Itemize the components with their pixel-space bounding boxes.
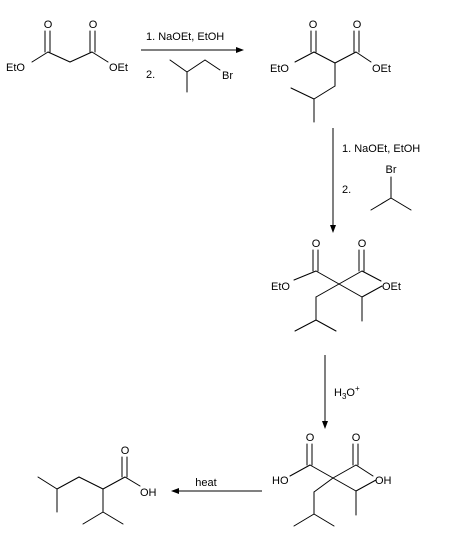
ethoxy-label: EtO [271, 281, 290, 293]
carbonyl-o-label: O [44, 19, 53, 31]
reagent-line: 1. NaOEt, EtOH [342, 143, 420, 155]
carbonyl-o-label: O [312, 238, 321, 250]
diethyl-malonate: O O EtO OEt [6, 19, 128, 74]
hydroxyl-label: OH [375, 475, 392, 487]
reagent-step-number: 2. [146, 69, 155, 81]
reagents-step-3: H3O+ [334, 384, 360, 401]
carbonyl-o-label: O [352, 432, 361, 444]
reagents-step-2: 1. NaOEt, EtOH 2. Br [342, 143, 420, 211]
ethoxy-label: OEt [372, 63, 391, 75]
reagents-step-1: 1. NaOEt, EtOH 2. Br [146, 31, 233, 93]
bromine-label: Br [222, 70, 233, 82]
carbonyl-o-label: O [309, 19, 318, 31]
hydroxyl-label: OH [140, 487, 157, 499]
final-carboxylic-acid: O OH [37, 445, 157, 525]
ethoxy-label: OEt [382, 281, 401, 293]
ethoxy-label: OEt [109, 62, 128, 74]
carbonyl-o-label: O [358, 238, 367, 250]
diethyl-isobutylmalonate: O O EtO OEt [270, 19, 391, 123]
carbonyl-o-label: O [306, 432, 315, 444]
carbonyl-o-label: O [121, 445, 130, 457]
reaction-arrow-1 [141, 47, 244, 53]
reagent-step-number: 2. [342, 184, 351, 196]
heat-label: heat [195, 477, 216, 489]
diethyl-isobutyl-isopropylmalonate: O O EtO OEt [271, 238, 401, 332]
ethoxy-label: EtO [6, 62, 25, 74]
isobutyl-isopropylmalonic-acid: O O HO OH [272, 432, 392, 527]
hydronium-label: H3O+ [334, 384, 360, 401]
bromine-label: Br [386, 164, 397, 176]
hydroxyl-label: HO [272, 475, 289, 487]
isobutyl-bromide: Br [169, 59, 233, 93]
reaction-arrow-2 [330, 128, 336, 233]
carbonyl-o-label: O [89, 19, 98, 31]
isopropyl-bromide: Br [370, 164, 412, 211]
ethoxy-label: EtO [270, 63, 289, 75]
reagent-line: 1. NaOEt, EtOH [146, 31, 224, 43]
carbonyl-o-label: O [353, 19, 362, 31]
reaction-arrow-3 [322, 355, 328, 429]
reaction-arrow-4 [171, 488, 262, 494]
